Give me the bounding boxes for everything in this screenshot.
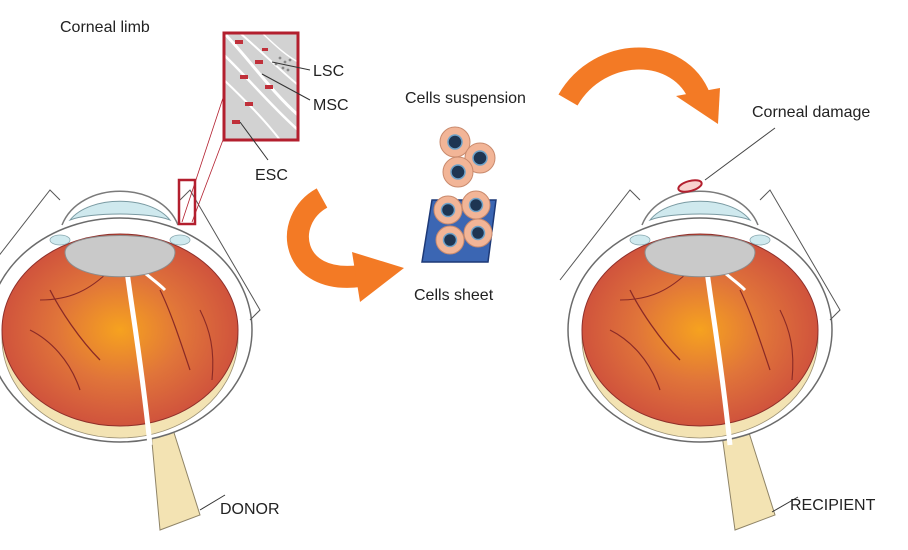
corneal-damage-label: Corneal damage — [752, 104, 870, 121]
cells-sheet-label: Cells sheet — [414, 287, 494, 304]
esc-pointer — [239, 121, 269, 161]
esc-label: ESC — [255, 167, 288, 184]
corneal-limb-label: Corneal limb — [60, 19, 150, 36]
lsc-pointer — [271, 61, 311, 71]
zoom-line-top — [181, 97, 224, 223]
zoom-line-bottom — [191, 139, 224, 223]
msc-label: MSC — [313, 97, 349, 114]
corneal-damage-pointer — [704, 127, 776, 181]
msc-pointer — [261, 73, 311, 101]
cells-suspension-label: Cells suspension — [405, 90, 526, 107]
cells-sheet — [421, 190, 497, 263]
limbus-highlight-box — [177, 178, 197, 226]
lsc-label: LSC — [313, 63, 344, 80]
corneal-damage-marker — [677, 179, 703, 193]
donor-eye — [0, 190, 260, 531]
donor-pointer — [199, 494, 226, 511]
limbus-zoom-panel — [222, 31, 300, 142]
arrow-to-recipient — [558, 47, 720, 124]
recipient-pointer — [771, 496, 799, 513]
recipient-eye — [560, 190, 840, 531]
arrow-to-cells-sheet — [287, 188, 404, 302]
recipient-label: RECIPIENT — [790, 497, 876, 514]
donor-label: DONOR — [220, 501, 280, 518]
cells-suspension-cluster — [439, 126, 496, 188]
